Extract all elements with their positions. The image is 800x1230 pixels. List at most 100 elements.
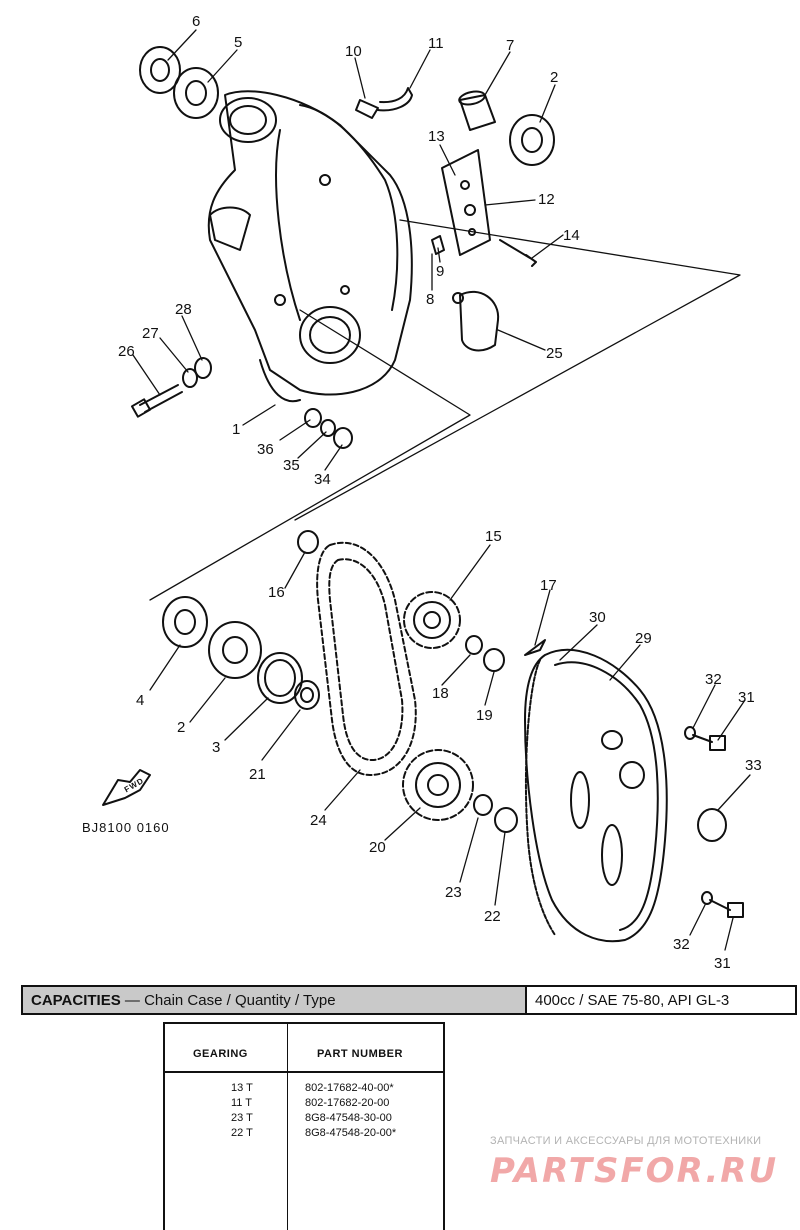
cam-plate-25 (452, 290, 500, 352)
washer-36 (304, 408, 322, 428)
gearing-cell: 23 T (231, 1112, 253, 1124)
callout-35: 35 (283, 457, 300, 474)
callout-11: 11 (428, 35, 444, 52)
watermark: ЗАПЧАСТИ И АКСЕССУАРЫ ДЛЯ МОТОТЕХНИКИ PA… (490, 1135, 790, 1191)
gearing-cell: 22 T (231, 1127, 253, 1139)
callout-33: 33 (745, 757, 762, 774)
callout-3: 3 (212, 739, 220, 756)
callout-32-upper: 32 (705, 671, 722, 688)
nut-34 (333, 427, 353, 449)
bearing-4 (162, 596, 208, 648)
collar-21 (294, 680, 320, 710)
gearing-table: GEARING PART NUMBER 13 T 802-17682-40-00… (163, 1022, 445, 1230)
header-gearing: GEARING (193, 1048, 248, 1060)
bolt-26 (130, 384, 183, 418)
chain-case-housing (207, 90, 413, 403)
collar-7 (458, 90, 496, 131)
capacities-value: 400cc / SAE 75-80, API GL-3 (535, 991, 730, 1009)
drive-chain-24 (316, 541, 417, 776)
callout-21: 21 (249, 766, 266, 783)
callout-23: 23 (445, 884, 462, 901)
washer-18 (465, 635, 483, 655)
watermark-logo: PARTSFOR.RU (490, 1151, 779, 1191)
fwd-arrow-icon (102, 769, 151, 806)
callout-20: 20 (369, 839, 386, 856)
callout-17: 17 (540, 577, 557, 594)
callout-30: 30 (589, 609, 606, 626)
gearing-cell: 13 T (231, 1082, 253, 1094)
callout-34: 34 (314, 471, 331, 488)
callout-27: 27 (142, 325, 159, 342)
capacities-bar: CAPACITIES — Chain Case / Quantity / Typ… (21, 985, 797, 1015)
washer-32-upper (684, 726, 696, 740)
watermark-subtitle: ЗАПЧАСТИ И АКСЕССУАРЫ ДЛЯ МОТОТЕХНИКИ (490, 1135, 762, 1147)
callout-2-lower: 2 (177, 719, 185, 736)
capacities-label: CAPACITIES — Chain Case / Quantity / Typ… (23, 987, 527, 1013)
callout-28: 28 (175, 301, 192, 318)
circlip-3 (257, 652, 303, 704)
washer-32-lower (701, 891, 713, 905)
callout-22: 22 (484, 908, 501, 925)
header-divider (165, 1071, 443, 1073)
bolt-31-lower (709, 899, 744, 918)
callout-4: 4 (136, 692, 144, 709)
breather-fitting (355, 87, 413, 119)
bearing-5 (173, 67, 219, 119)
callout-29: 29 (635, 630, 652, 647)
nut-19 (483, 648, 505, 672)
callout-8: 8 (426, 291, 434, 308)
callout-36: 36 (257, 441, 274, 458)
washer-27 (182, 368, 198, 388)
callout-18: 18 (432, 685, 449, 702)
callout-2-upper: 2 (550, 69, 558, 86)
part-number-cell: 8G8-47548-20-00* (305, 1127, 397, 1139)
callout-24: 24 (310, 812, 327, 829)
cotter-pin-17 (524, 639, 546, 656)
callout-32-lower: 32 (673, 936, 690, 953)
nut-22 (494, 807, 518, 833)
bolt-31-upper (692, 734, 726, 751)
callout-numbers: 6 5 10 11 7 2 13 12 14 9 8 25 28 27 26 1… (82, 13, 762, 970)
callout-31-lower: 31 (714, 955, 731, 970)
washer-28 (194, 357, 212, 379)
table-row: 13 T 802-17682-40-00* (165, 1082, 443, 1096)
callout-19: 19 (476, 707, 493, 724)
callout-26: 26 (118, 343, 135, 360)
part-number-cell: 802-17682-20-00 (305, 1097, 390, 1109)
bolt-14 (499, 239, 537, 267)
capacities-label-rest: — Chain Case / Quantity / Type (120, 991, 336, 1009)
drawing-code: BJ8100 0160 (82, 820, 170, 835)
fwd-label: FWD (123, 776, 146, 794)
bearing-2-lower (208, 621, 262, 679)
callout-14: 14 (563, 227, 580, 244)
callout-9: 9 (436, 263, 444, 280)
leader-lines (132, 29, 751, 951)
callout-15: 15 (485, 528, 502, 545)
callout-1: 1 (232, 421, 240, 438)
callout-31-upper: 31 (738, 689, 755, 706)
washer-23 (473, 794, 493, 816)
capacities-label-bold: CAPACITIES (31, 991, 121, 1009)
screw-8 (431, 235, 445, 255)
column-divider (287, 1024, 288, 1230)
gasket-30 (524, 659, 556, 936)
bearing-2-upper (509, 114, 555, 166)
callout-25: 25 (546, 345, 563, 362)
callout-6: 6 (192, 13, 200, 30)
cap-33 (697, 808, 727, 842)
header-part-number: PART NUMBER (317, 1048, 403, 1060)
adjuster-plate-13 (441, 149, 491, 256)
drive-sprocket-15 (403, 591, 461, 649)
part-number-cell: 802-17682-40-00* (305, 1082, 394, 1094)
spacer-16 (297, 530, 319, 554)
table-row: 23 T 8G8-47548-30-00 (165, 1112, 443, 1126)
callout-7: 7 (506, 37, 514, 54)
table-row: 11 T 802-17682-20-00 (165, 1097, 443, 1111)
callout-12: 12 (538, 191, 555, 208)
part-number-cell: 8G8-47548-30-00 (305, 1112, 392, 1124)
bearing-6 (139, 46, 181, 94)
callout-16: 16 (268, 584, 285, 601)
driven-sprocket-20 (402, 749, 474, 821)
callout-5: 5 (234, 34, 242, 51)
gearing-cell: 11 T (231, 1097, 252, 1109)
